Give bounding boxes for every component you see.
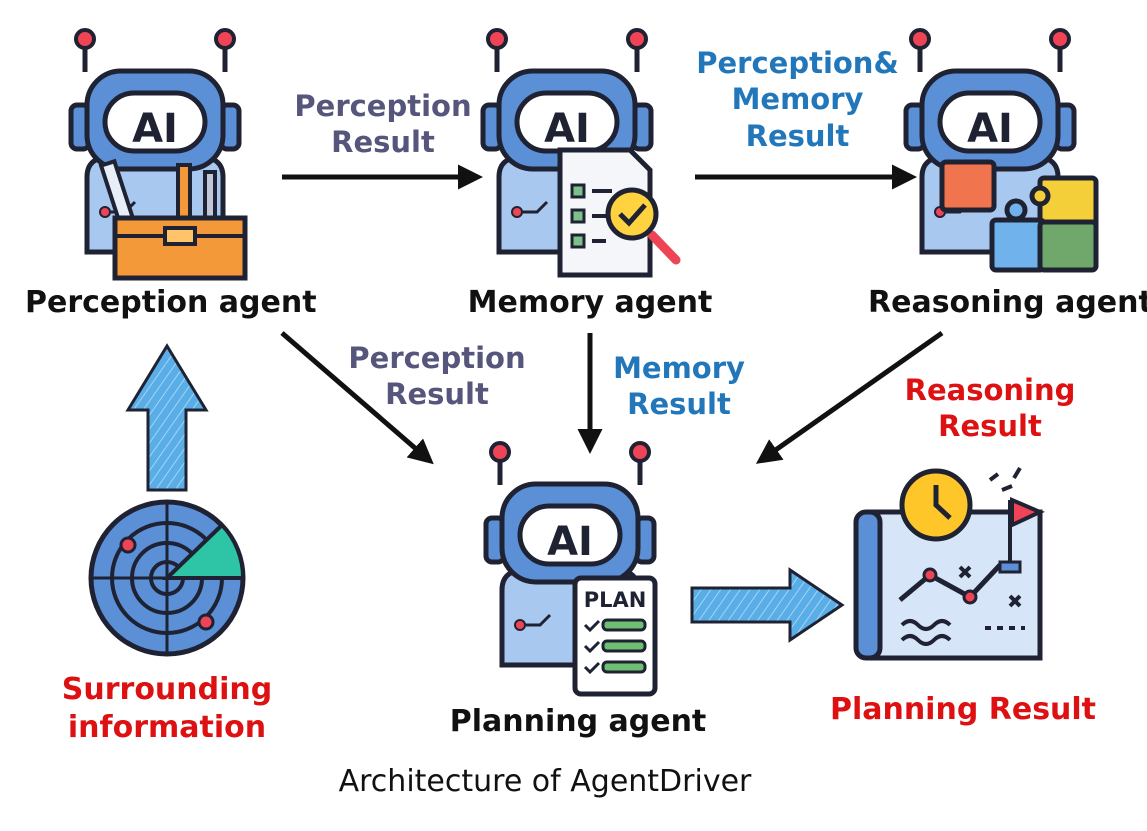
toolbox-icon [98, 158, 248, 281]
planning-agent-label: Planning agent [449, 704, 707, 739]
memory-agent-label: Memory agent [467, 285, 713, 320]
surrounding-line: Surrounding [61, 672, 273, 707]
edge-label-line: Memory [731, 82, 864, 117]
planning-robot-icon: AI [486, 443, 654, 665]
edge-label-line: Result [745, 118, 850, 153]
edge-label-line: Perception [294, 89, 472, 123]
edge-label-line: Perception& [696, 46, 899, 80]
perception-robot-icon: AI [71, 30, 239, 252]
edge-label-memory-result: Memory Result [604, 350, 754, 423]
reasoning-robot-icon: AI [906, 30, 1074, 252]
document-search-icon [557, 147, 681, 278]
plan-card-text: PLAN [584, 588, 647, 612]
edge-label-line: Perception [348, 341, 526, 375]
diagram-title: Architecture of AgentDriver [338, 764, 752, 799]
plan-map-icon [853, 466, 1045, 661]
edge-label-line: Result [627, 387, 731, 422]
edge-label-reasoning-result: Reasoning Result [895, 372, 1085, 445]
arrow-perception-to-planning [280, 331, 434, 465]
plan-card-icon: PLAN [572, 575, 658, 697]
perception-agent-label: Perception agent [25, 285, 317, 320]
edge-label-perception-memory-result: Perception& Memory Result [690, 45, 905, 154]
flow-arrows [280, 164, 944, 465]
fat-arrow-up [125, 343, 209, 492]
edge-label-line: Memory [613, 351, 745, 385]
edge-label-line: Result [331, 125, 435, 160]
edge-label-perception-result-top: Perception Result [288, 88, 478, 161]
planning-result-label: Planning Result [829, 692, 1097, 727]
memory-robot-icon: AI [483, 30, 651, 252]
radar-icon [88, 499, 246, 657]
robot-badge-text: AI [544, 106, 590, 152]
edge-label-perception-result-diag: Perception Result [342, 340, 532, 413]
robot-badge-text: AI [547, 519, 593, 565]
arrow-reasoning-to-planning [755, 330, 944, 464]
edge-label-line: Result [938, 409, 1042, 444]
surrounding-information-label: Surrounding information [52, 671, 282, 746]
fat-arrow-right [690, 567, 845, 643]
edge-label-line: Reasoning [904, 373, 1076, 407]
robot-badge-text: AI [967, 106, 1013, 152]
puzzle-icon [939, 159, 1099, 273]
reasoning-agent-label: Reasoning agent [868, 285, 1147, 320]
robot-badge-text: AI [132, 106, 178, 152]
edge-label-line: Result [385, 377, 489, 412]
surrounding-line: information [67, 709, 267, 745]
